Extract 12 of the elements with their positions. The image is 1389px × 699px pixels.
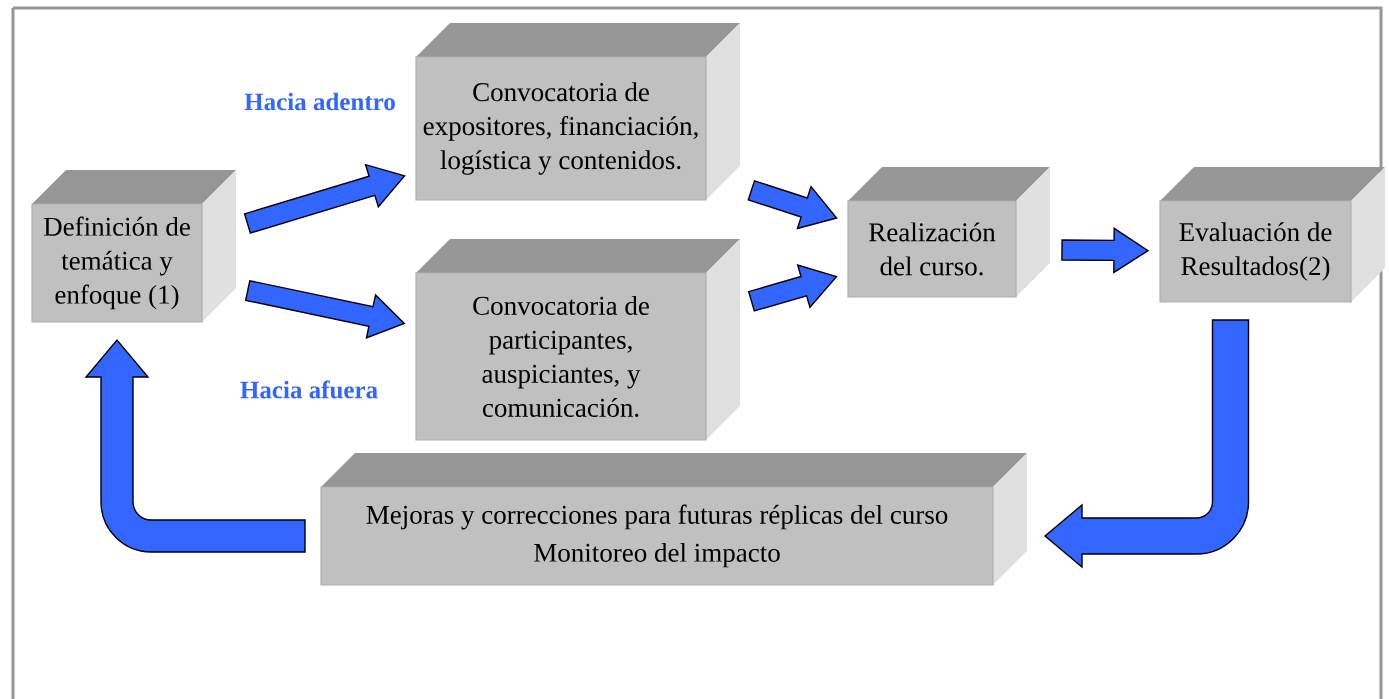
block-arrow (85, 339, 306, 553)
box-3d: Convocatoria de expositores, financiación, logística y contenidos. (415, 23, 740, 201)
direction-label: Hacia adentro (244, 92, 395, 111)
block-arrow (243, 163, 406, 234)
box-3d: Evaluación de Resultados(2) (1159, 167, 1385, 303)
block-arrow (1061, 227, 1150, 274)
block-arrow (1044, 319, 1250, 568)
box-3d: Convocatoria de participantes, auspiciantes, y comunicación. (415, 239, 740, 441)
box-3d: Definición de temática y enfoque (1) (31, 170, 236, 323)
box-3d: Realización del curso. (847, 167, 1050, 298)
direction-label: Hacia afuera (240, 380, 378, 399)
box-3d: Mejoras y correcciones para futuras réplicas del curso Monitoreo del impacto (320, 453, 1027, 586)
